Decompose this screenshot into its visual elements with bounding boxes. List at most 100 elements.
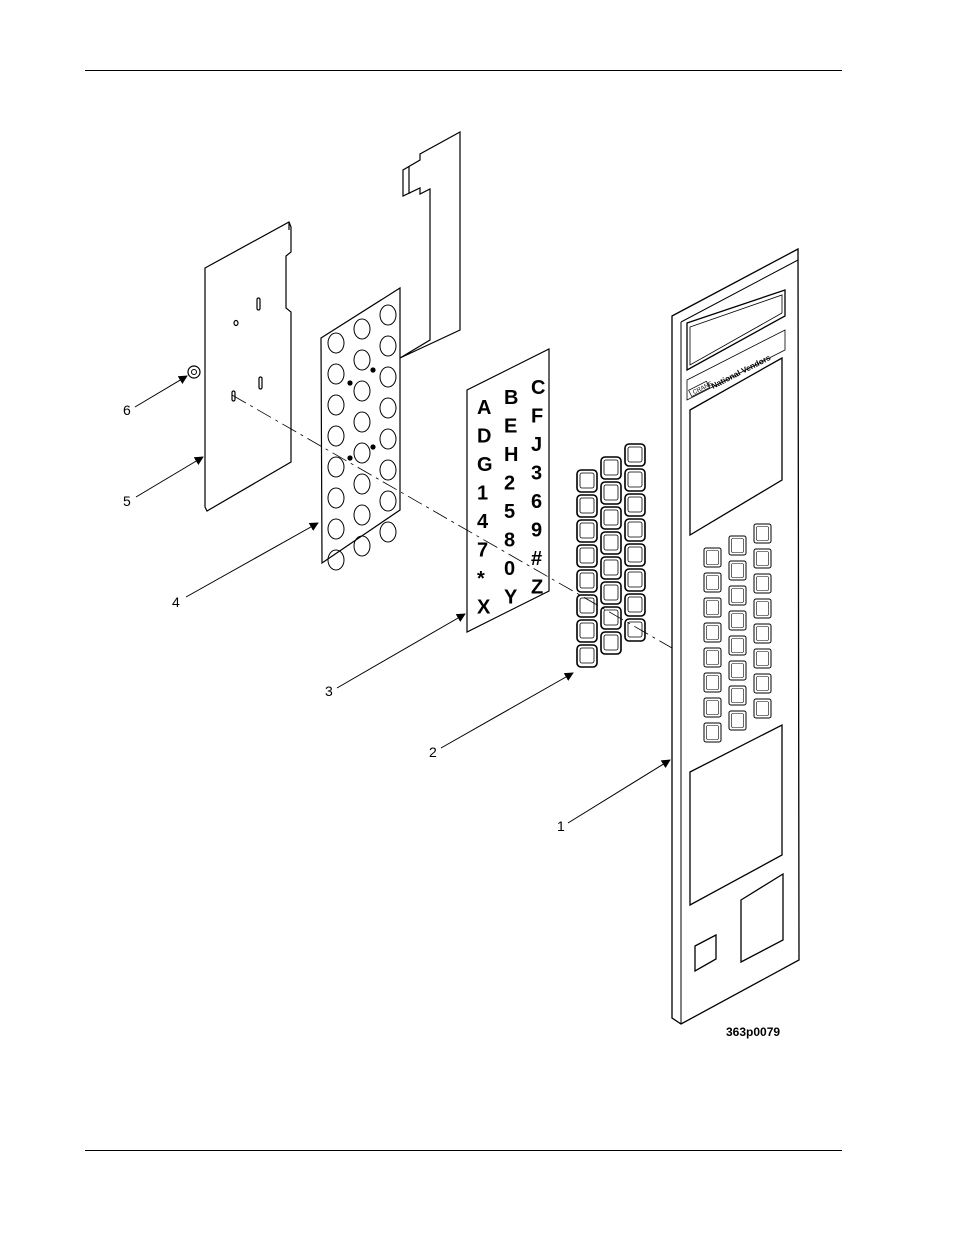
membrane-contact [327,518,345,540]
panel-key [753,598,772,619]
keycap-face [579,572,595,589]
legend-character: Y [504,587,518,609]
backing-plate [204,221,292,512]
panel-key-face [731,588,744,603]
panel-key-face [756,626,769,641]
callout-2: 2 [429,744,437,760]
keycap [624,593,646,617]
legend-character: A [477,397,491,419]
keycap-face [579,547,595,564]
keycap [576,644,598,668]
membrane-contact [379,304,397,326]
legend-character: 4 [477,511,489,533]
keycap-face [627,521,643,538]
membrane-contact [327,332,345,354]
membrane-contact [353,442,371,464]
membrane-contact [353,380,371,402]
panel-key-face [706,725,719,740]
footer-rule [85,1150,842,1151]
panel-key [703,597,722,618]
keycap [600,456,622,480]
panel-key [728,610,747,631]
panel-key-face [706,625,719,640]
membrane-switch [320,130,461,571]
panel-key [728,560,747,581]
panel-key-face [731,688,744,703]
membrane-contact [327,363,345,385]
keycap-face [603,484,619,501]
membrane-contact [353,535,371,557]
legend-character: 5 [504,501,515,523]
panel-key [703,622,722,643]
panel-key [753,573,772,594]
panel-key-face [731,713,744,728]
keycap [600,531,622,555]
panel-key-face [756,576,769,591]
membrane-contact [353,318,371,340]
keycap [576,519,598,543]
panel-key [703,647,722,668]
keycap [624,568,646,592]
panel-key-face [706,675,719,690]
keycap [600,506,622,530]
legend-character: B [504,387,518,409]
keycap-face [627,496,643,513]
keycap-face [603,559,619,576]
panel-key-face [756,526,769,541]
panel-key-face [731,613,744,628]
keycap-face [579,497,595,514]
figure-id: 363p0079 [726,1025,780,1039]
panel-key [728,710,747,731]
legend-character: 2 [504,473,515,495]
keycap [600,606,622,630]
membrane-contact [353,411,371,433]
panel-key [728,635,747,656]
keycap [600,481,622,505]
keycap-face [579,522,595,539]
keycap [600,581,622,605]
keycap-face [579,647,595,664]
membrane-contact [353,504,371,526]
legend-character: E [504,416,517,438]
keycap [576,494,598,518]
callout-5: 5 [123,493,131,509]
callout-1: 1 [557,818,565,834]
panel-key-face [706,650,719,665]
leader-lines [134,375,671,824]
keycap [576,619,598,643]
legend-character: 7 [477,540,488,562]
keycap [576,594,598,618]
assembly-centerline [231,394,673,649]
legend-character: X [477,597,491,619]
legend-character: H [504,444,518,466]
membrane-contact [379,428,397,450]
keycap-face [603,609,619,626]
panel-key [753,523,772,544]
membrane-contact [327,394,345,416]
header-rule [85,70,842,71]
legend-character: C [531,377,545,399]
panel-key [703,722,722,743]
panel-key [728,585,747,606]
panel-key [753,548,772,569]
legend-character: G [477,454,493,476]
keycap [624,443,646,467]
panel-key-face [731,663,744,678]
keycap [624,468,646,492]
panel-key [753,698,772,719]
legend-character: # [531,548,542,570]
keycap [624,618,646,642]
callout-4: 4 [172,594,180,610]
keycap-face [603,534,619,551]
front-panel [671,247,800,1025]
keycap [576,544,598,568]
legend-character: 0 [504,558,515,580]
panel-key [753,623,772,644]
keycap [576,569,598,593]
keycap-face [627,621,643,638]
keycap-face [603,634,619,651]
legend-character: 9 [531,520,542,542]
keycap [624,518,646,542]
